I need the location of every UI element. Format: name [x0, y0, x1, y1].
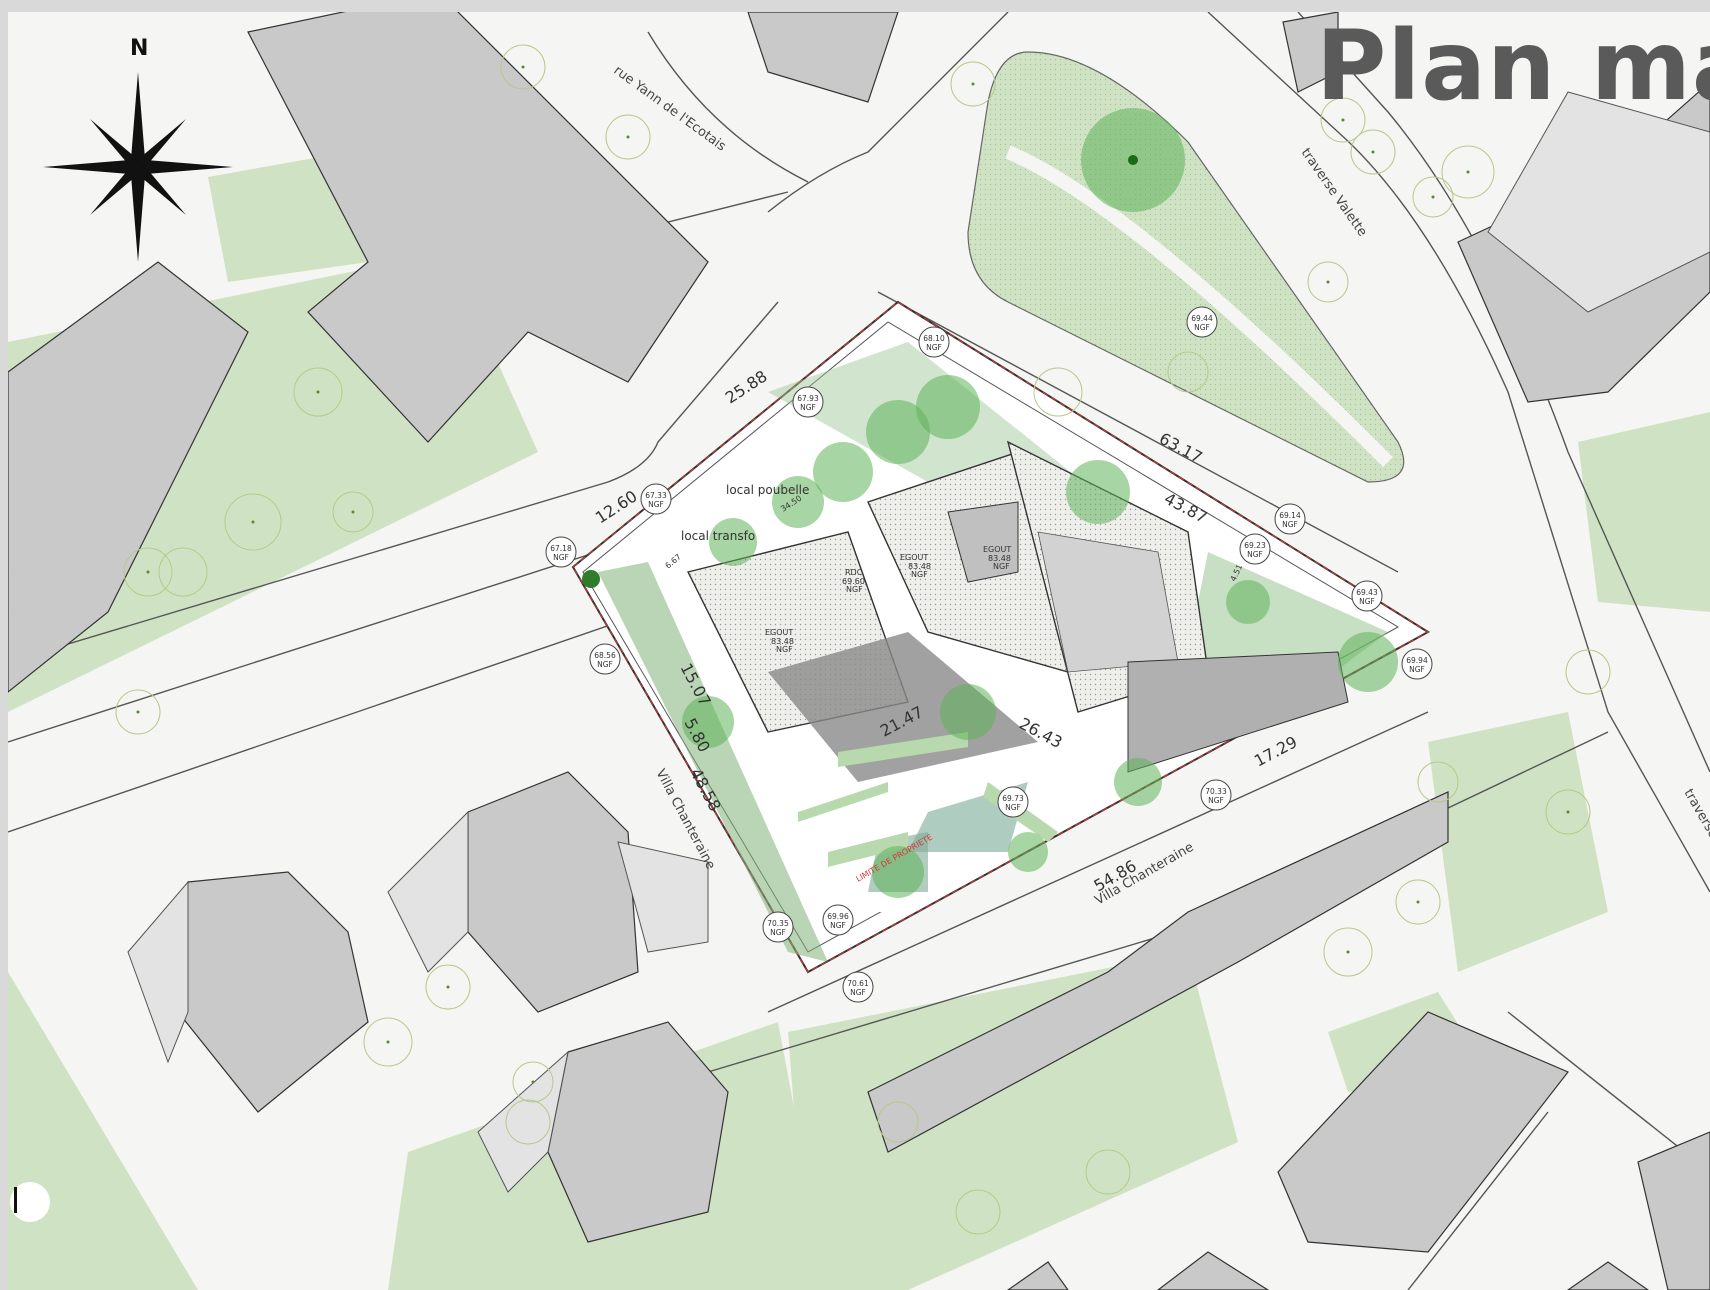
dimension-label: 17.29	[1251, 732, 1300, 770]
ngf-unit: NGF	[1247, 550, 1263, 559]
room-label: EGOUT	[765, 628, 793, 637]
street-label: traverse V	[1681, 787, 1710, 853]
ngf-unit: NGF	[1194, 323, 1210, 332]
compass-rose: N	[43, 36, 233, 262]
ngf-value: 69.23	[1244, 541, 1266, 550]
room-label: RDC	[845, 568, 863, 577]
level-label: NGF	[846, 585, 863, 594]
map-stage: rue Yann de l'Ecotais traverse Valette t…	[8, 12, 1710, 1290]
level-label: NGF	[776, 645, 793, 654]
ngf-unit: NGF	[770, 928, 786, 937]
ngf-unit: NGF	[850, 988, 866, 997]
ngf-unit: NGF	[553, 553, 569, 562]
site-plan-map: rue Yann de l'Ecotais traverse Valette t…	[8, 12, 1710, 1290]
buildings-existing	[8, 12, 1710, 1290]
ngf-marker-circle	[1401, 648, 1433, 680]
level-label: NGF	[993, 562, 1010, 571]
ngf-markers: 68.10NGF67.93NGF67.33NGF67.18NGF68.56NGF…	[545, 306, 1433, 1003]
ngf-unit: NGF	[800, 403, 816, 412]
dimension-label: 25.88	[722, 366, 771, 407]
ngf-value: 69.94	[1406, 656, 1428, 665]
level-label: NGF	[911, 570, 928, 579]
ngf-unit: NGF	[1208, 796, 1224, 805]
room-label: EGOUT	[900, 553, 928, 562]
ngf-value: 68.56	[594, 651, 616, 660]
level-label: 83.48	[771, 637, 794, 646]
ngf-marker-circle	[1186, 306, 1218, 338]
ngf-unit: NGF	[1359, 597, 1375, 606]
ngf-marker-circle	[589, 643, 621, 675]
level-label: 83.48	[908, 562, 931, 571]
ngf-marker-circle	[822, 904, 854, 936]
ngf-unit: NGF	[1005, 803, 1021, 812]
room-label: local transfo	[681, 529, 755, 543]
ngf-value: 69.96	[827, 912, 849, 921]
plan-title: Plan mas	[1316, 12, 1710, 122]
ngf-value: 70.35	[767, 919, 789, 928]
ngf-marker-circle	[640, 483, 672, 515]
compass-north-label: N	[130, 36, 148, 61]
ngf-unit: NGF	[830, 921, 846, 930]
ngf-value: 67.18	[550, 544, 572, 553]
ngf-marker-circle	[1239, 533, 1271, 565]
ngf-marker-circle	[762, 911, 794, 943]
ngf-unit: NGF	[597, 660, 613, 669]
level-label: 69.60	[842, 577, 865, 586]
ngf-marker-circle	[792, 386, 824, 418]
ngf-value: 69.14	[1279, 511, 1301, 520]
ngf-value: 67.93	[797, 394, 819, 403]
room-label: local poubelle	[726, 483, 809, 497]
street-label: rue Yann de l'Ecotais	[611, 63, 729, 154]
project-parcel	[571, 300, 1430, 974]
ngf-marker-circle	[545, 536, 577, 568]
ngf-marker-circle	[918, 326, 950, 358]
ngf-value: 69.73	[1002, 794, 1024, 803]
level-label: 83.48	[988, 554, 1011, 563]
ngf-value: 70.33	[1205, 787, 1227, 796]
ngf-unit: NGF	[1409, 665, 1425, 674]
trees	[115, 44, 1611, 1235]
ngf-unit: NGF	[1282, 520, 1298, 529]
ngf-value: 69.44	[1191, 314, 1213, 323]
ngf-marker-circle	[842, 971, 874, 1003]
room-label: EGOUT	[983, 545, 1011, 554]
ngf-marker-circle	[1200, 779, 1232, 811]
ngf-unit: NGF	[648, 500, 664, 509]
ngf-value: 69.43	[1356, 588, 1378, 597]
ngf-value: 67.33	[645, 491, 667, 500]
ngf-marker-circle	[1274, 503, 1306, 535]
street-label: traverse Valette	[1298, 146, 1370, 240]
dimension-label: 63.17	[1156, 429, 1205, 467]
ngf-marker-circle	[997, 786, 1029, 818]
ngf-unit: NGF	[926, 343, 942, 352]
ngf-marker-circle	[1351, 580, 1383, 612]
ngf-value: 70.61	[847, 979, 869, 988]
ngf-value: 68.10	[923, 334, 945, 343]
